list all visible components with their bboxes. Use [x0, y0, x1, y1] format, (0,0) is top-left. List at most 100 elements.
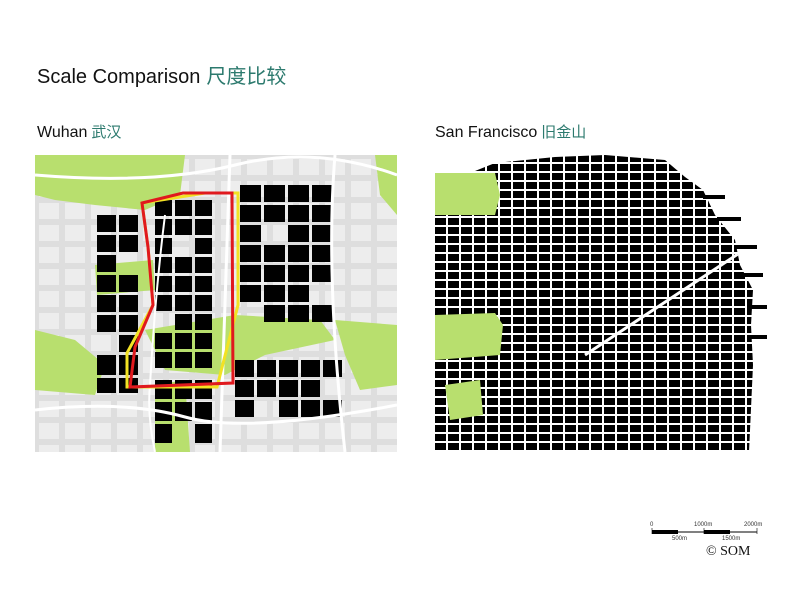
sf-block	[695, 227, 706, 234]
sf-block	[591, 281, 602, 288]
sf-block	[643, 290, 654, 297]
sf-block	[617, 182, 628, 189]
sf-block	[617, 209, 628, 216]
wuhan-gray-block	[65, 291, 85, 307]
sf-block	[578, 209, 589, 216]
sf-block	[747, 281, 753, 288]
sf-block	[448, 281, 459, 288]
wuhan-block	[119, 315, 138, 332]
sf-block	[435, 416, 446, 423]
sf-block	[448, 416, 459, 423]
sf-block	[461, 245, 472, 252]
sf-block	[669, 182, 680, 189]
sf-block	[604, 380, 615, 387]
sf-block	[526, 317, 537, 324]
sf-block	[669, 290, 680, 297]
sf-block	[513, 326, 524, 333]
wuhan-gray-block	[65, 423, 85, 439]
wuhan-gray-block	[299, 445, 319, 452]
sf-block	[695, 209, 706, 216]
sf-block	[565, 353, 576, 360]
sf-block	[500, 416, 511, 423]
sf-block	[708, 254, 719, 261]
wuhan-gray-block	[91, 445, 111, 452]
wuhan-park-center	[145, 315, 335, 375]
sf-block	[552, 254, 563, 261]
sf-block	[630, 371, 641, 378]
sf-block	[487, 164, 498, 171]
wuhan-block	[240, 225, 261, 242]
sf-block	[578, 434, 589, 441]
sf-block	[656, 209, 667, 216]
sf-block	[643, 317, 654, 324]
sf-block	[695, 362, 706, 369]
wuhan-block	[175, 380, 192, 399]
wuhan-block	[155, 333, 172, 349]
sf-block	[630, 434, 641, 441]
sf-block	[630, 299, 641, 306]
sf-block	[591, 326, 602, 333]
sf-block	[708, 245, 719, 252]
sf-block	[591, 191, 602, 198]
sf-block	[552, 362, 563, 369]
sf-block	[487, 308, 498, 315]
sf-block	[604, 344, 615, 351]
sf-block	[539, 434, 550, 441]
scale-bar: 0 500m 1000m 1500m 2000m	[650, 520, 762, 550]
sf-block	[695, 389, 706, 396]
sf-block	[526, 362, 537, 369]
sf-block	[617, 290, 628, 297]
sf-block	[578, 353, 589, 360]
sf-block	[591, 209, 602, 216]
sf-block	[578, 425, 589, 432]
sf-block	[513, 281, 524, 288]
sf-block	[669, 326, 680, 333]
sf-block	[578, 290, 589, 297]
sf-block	[656, 344, 667, 351]
sf-block	[669, 317, 680, 324]
sf-block	[578, 254, 589, 261]
sf-block	[578, 182, 589, 189]
sf-block	[552, 434, 563, 441]
sf-block	[500, 380, 511, 387]
sf-block	[539, 272, 550, 279]
sf-block	[565, 263, 576, 270]
sf-block	[695, 407, 706, 414]
sf-block	[708, 218, 719, 225]
sf-block	[500, 326, 511, 333]
sf-block	[513, 218, 524, 225]
sf-block	[604, 443, 615, 450]
sf-block	[552, 173, 563, 180]
sf-block	[708, 209, 719, 216]
wuhan-block	[97, 255, 116, 272]
sf-block	[604, 362, 615, 369]
wuhan-block	[175, 314, 192, 330]
sf-block	[539, 218, 550, 225]
sf-block	[487, 407, 498, 414]
sf-block	[552, 245, 563, 252]
sf-block	[565, 218, 576, 225]
sf-block	[669, 308, 680, 315]
sf-block	[669, 299, 680, 306]
sf-block	[604, 308, 615, 315]
sf-block	[708, 443, 719, 450]
sf-block	[747, 380, 753, 387]
sf-block	[448, 443, 459, 450]
sf-block	[747, 290, 753, 297]
sf-block	[604, 326, 615, 333]
sf-block	[721, 290, 732, 297]
sf-block	[656, 425, 667, 432]
wuhan-road-1	[35, 155, 397, 180]
sf-block	[552, 317, 563, 324]
wuhan-block	[240, 265, 261, 282]
sf-block	[565, 308, 576, 315]
wuhan-gray-block	[325, 291, 345, 307]
sf-block	[630, 236, 641, 243]
sf-block	[630, 353, 641, 360]
sf-block	[617, 281, 628, 288]
sf-block	[539, 344, 550, 351]
sf-block	[578, 416, 589, 423]
sf-block	[539, 353, 550, 360]
sf-block	[578, 227, 589, 234]
sf-block	[591, 263, 602, 270]
